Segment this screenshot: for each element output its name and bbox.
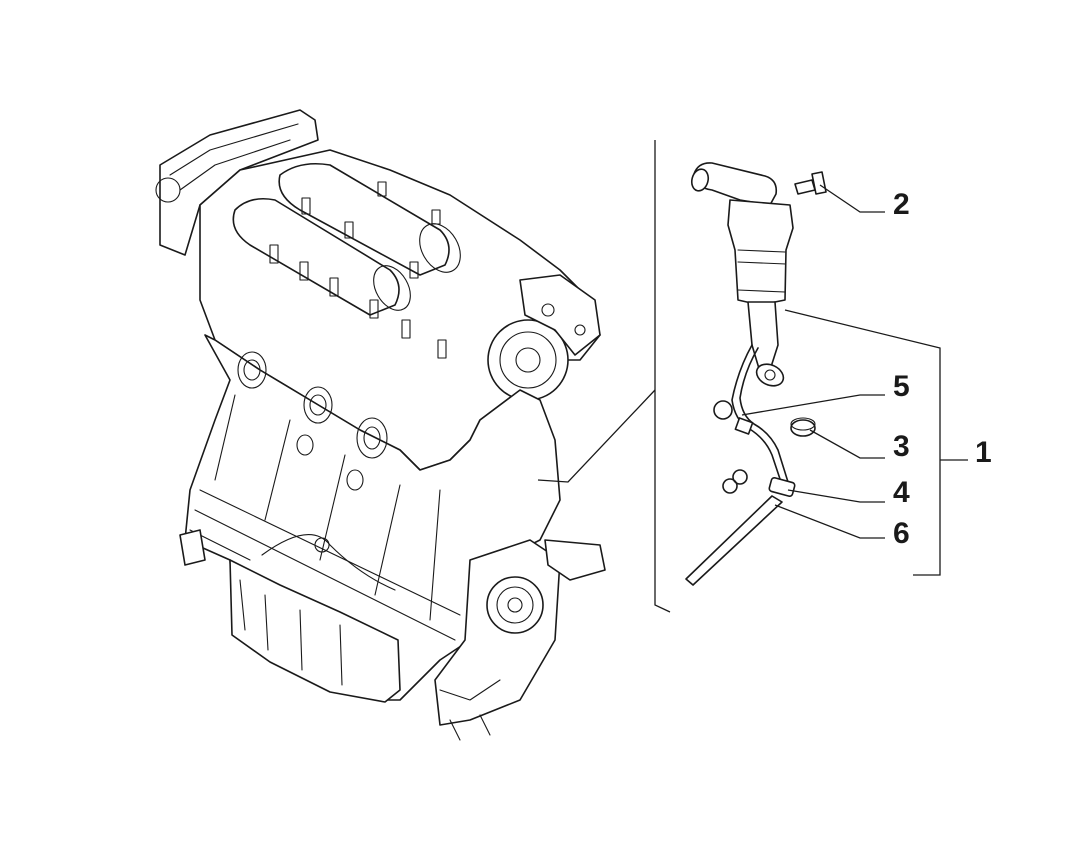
engine-assembly	[155, 109, 606, 741]
detail-pointer-line	[537, 389, 656, 483]
detail-frame	[654, 140, 671, 613]
callout-5: 5	[893, 370, 910, 403]
callout-2: 2	[893, 188, 910, 221]
callout-1: 1	[975, 436, 992, 469]
oil-filler-dipstick-assembly	[685, 162, 827, 586]
callout-6: 6	[893, 517, 910, 550]
callout-3: 3	[893, 430, 910, 463]
leader-lines	[741, 184, 968, 576]
callout-4: 4	[893, 476, 910, 509]
